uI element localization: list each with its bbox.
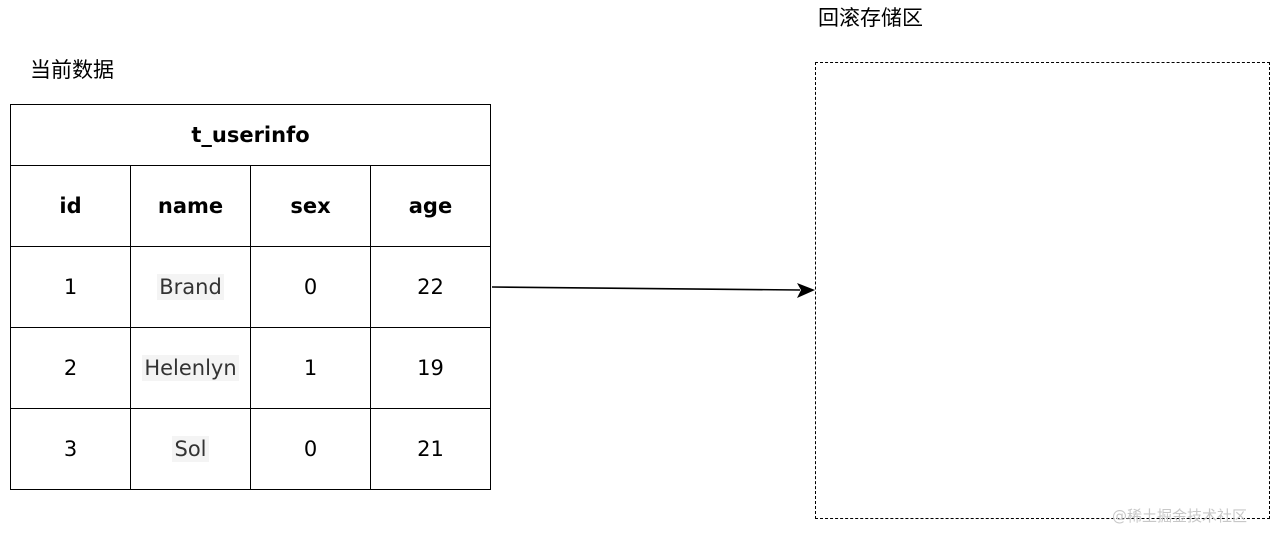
rollback-storage-area [815, 62, 1270, 519]
cell-sex: 0 [250, 408, 371, 490]
cell-age: 22 [370, 246, 491, 328]
name-text: Sol [172, 436, 209, 462]
name-text: Brand [157, 274, 224, 300]
cell-sex: 0 [250, 246, 371, 328]
table-row: 1 Brand 0 22 [10, 246, 491, 328]
cell-id: 1 [10, 246, 131, 328]
column-header-name: name [130, 165, 251, 247]
cell-id: 2 [10, 327, 131, 409]
cell-name: Brand [130, 246, 251, 328]
rollback-area-label: 回滚存储区 [818, 6, 923, 30]
name-text: Helenlyn [142, 355, 239, 381]
cell-age: 19 [370, 327, 491, 409]
column-header-id: id [10, 165, 131, 247]
cell-name: Helenlyn [130, 327, 251, 409]
watermark: @稀土掘金技术社区 [1112, 507, 1248, 525]
cell-age: 21 [370, 408, 491, 490]
userinfo-table: t_userinfo id name sex age 1 Brand 0 22 … [10, 104, 491, 490]
column-header-age: age [370, 165, 491, 247]
cell-sex: 1 [250, 327, 371, 409]
arrow-head-icon [797, 283, 815, 298]
current-data-label: 当前数据 [30, 58, 114, 82]
cell-id: 3 [10, 408, 131, 490]
table-title: t_userinfo [10, 104, 491, 166]
table-header-row: id name sex age [10, 165, 491, 247]
cell-name: Sol [130, 408, 251, 490]
table-row: 3 Sol 0 21 [10, 408, 491, 490]
arrow-line [491, 286, 801, 291]
column-header-sex: sex [250, 165, 371, 247]
table-row: 2 Helenlyn 1 19 [10, 327, 491, 409]
